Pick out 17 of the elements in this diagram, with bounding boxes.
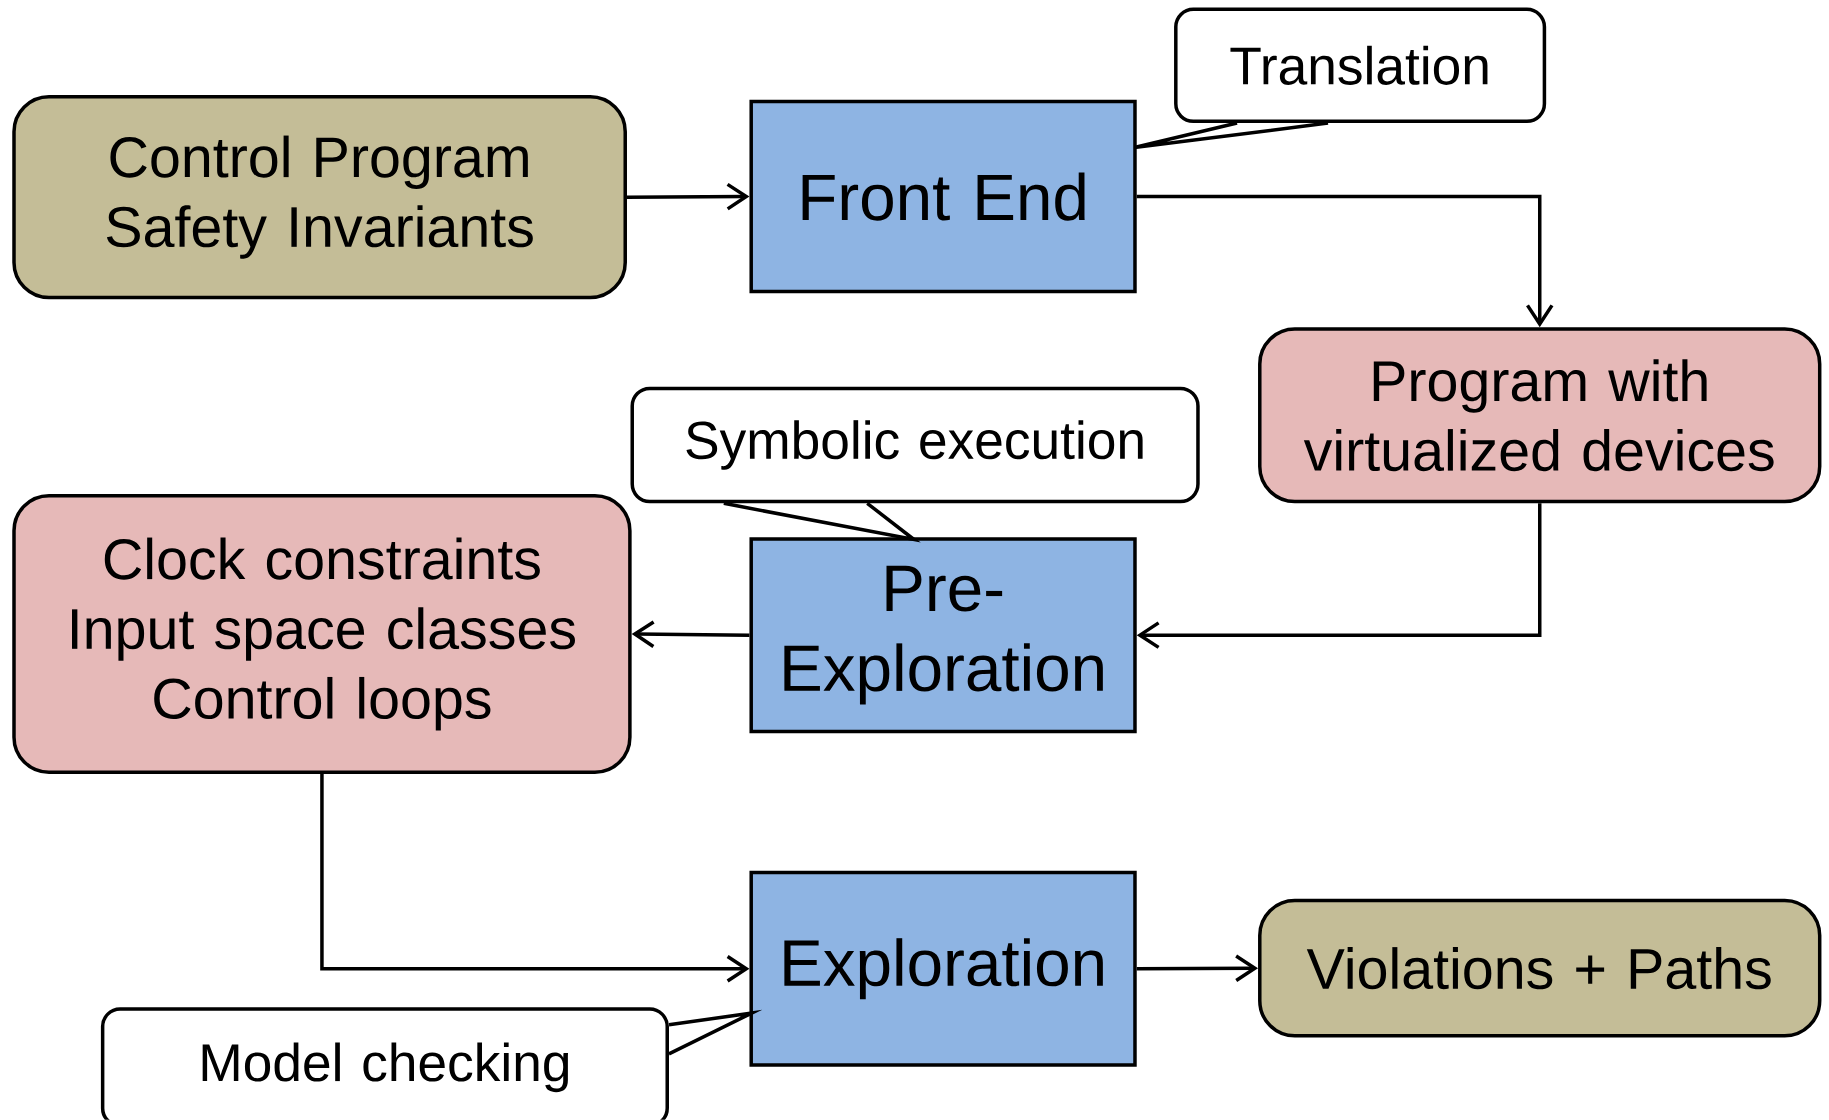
result-box: Clock constraints Input space classes Control loops — [12, 494, 632, 775]
arrow — [1136, 954, 1259, 983]
arrow — [631, 620, 750, 648]
process-box: Exploration — [749, 870, 1137, 1067]
process-box: Pre-Exploration — [749, 537, 1137, 734]
arrow — [320, 774, 750, 983]
arrow — [1136, 503, 1542, 649]
callout-box: Symbolic execution — [630, 386, 1200, 504]
callout-box: Model checking — [100, 1007, 669, 1120]
arrow — [1136, 194, 1554, 328]
arrow — [626, 183, 750, 211]
output-box: Violations + Paths — [1258, 898, 1822, 1038]
process-box: Front End — [749, 99, 1137, 294]
input-box: Control Program Safety Invariants — [12, 95, 627, 300]
callout-tail — [723, 501, 921, 543]
callout-box: Translation — [1174, 7, 1547, 124]
result-box: Program with virtualized devices — [1258, 327, 1822, 504]
